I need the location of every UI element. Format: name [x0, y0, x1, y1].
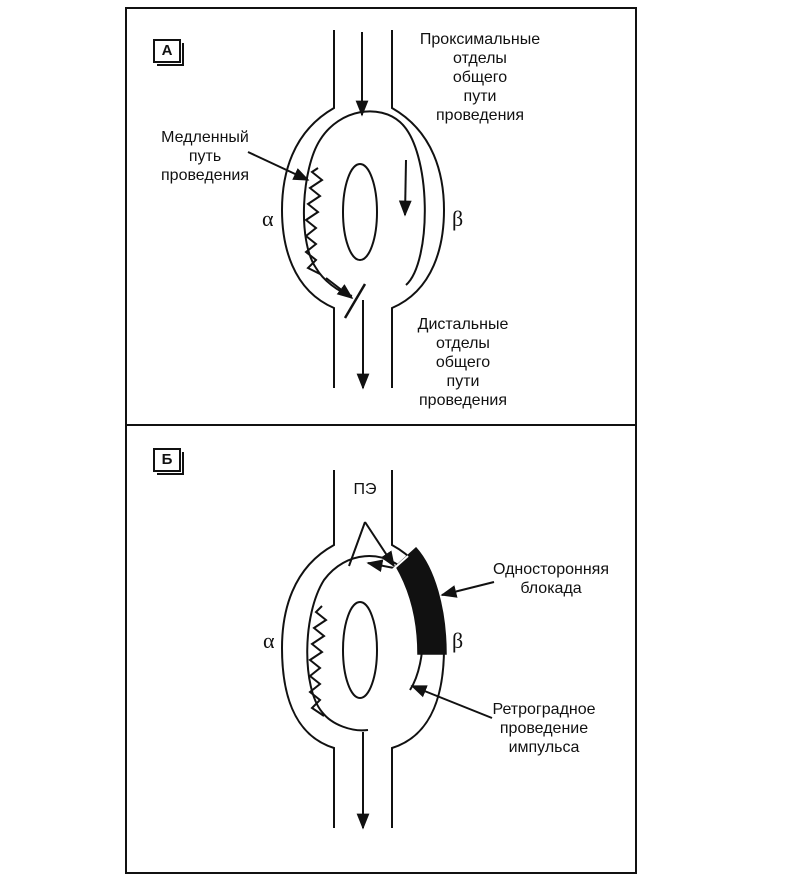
- panel-b-block-pointer: [440, 581, 495, 598]
- panel-b-alpha-label: α: [263, 628, 275, 653]
- panel-b-retro-pointer: [410, 685, 493, 719]
- panel-b-pe-pointer-left: [348, 521, 366, 567]
- panel-b-unidirectional-block: [395, 546, 447, 655]
- panel-a-distal-label: Дистальные отделы общего пути проведения: [417, 316, 509, 409]
- panel-b-block-edge-mark: [389, 555, 409, 573]
- panel-a-left-wall: [280, 30, 335, 388]
- panel-a-right-wall: [391, 30, 446, 388]
- panel-a-beta-down-arrow: [398, 159, 412, 217]
- panel-b-beta-label: β: [452, 628, 464, 653]
- panel-a-slow-path-label: Медленный путь проведения: [161, 129, 249, 184]
- panel-a-central-hole: [342, 163, 378, 261]
- panel-b-retro-label: Ретроградное проведение импульса: [492, 701, 596, 756]
- panel-b-slow-path-zigzag: [308, 605, 328, 717]
- panel-a-alpha-label: α: [262, 206, 274, 231]
- panel-a-beta-label: β: [452, 206, 464, 231]
- panel-a-letter: А: [153, 39, 184, 66]
- panel-a-slow-path-pointer: [247, 151, 310, 181]
- panel-b-central-hole: [342, 601, 378, 699]
- panel-a-proximal-label: Проксимальные отделы общего пути проведе…: [419, 31, 541, 124]
- panel-a-block-bar: [343, 283, 367, 319]
- panel-a-slow-arrow-to-junction: [325, 277, 354, 299]
- panel-a-slow-path-zigzag: [304, 167, 324, 275]
- panel-b-pe-label: ПЭ: [353, 481, 377, 498]
- panel-a-inner-ring: [302, 110, 426, 297]
- panel-b-retro-ring-arrow: [366, 559, 395, 573]
- panel-b-pe-pointer-right: [364, 521, 395, 568]
- outer-frame: [125, 7, 637, 874]
- panel-b-left-wall: [280, 470, 335, 828]
- panel-a-diagram: [247, 30, 446, 390]
- panel-b-letter: Б: [153, 448, 184, 475]
- panel-b-block-label: Односторонняя блокада: [492, 561, 609, 597]
